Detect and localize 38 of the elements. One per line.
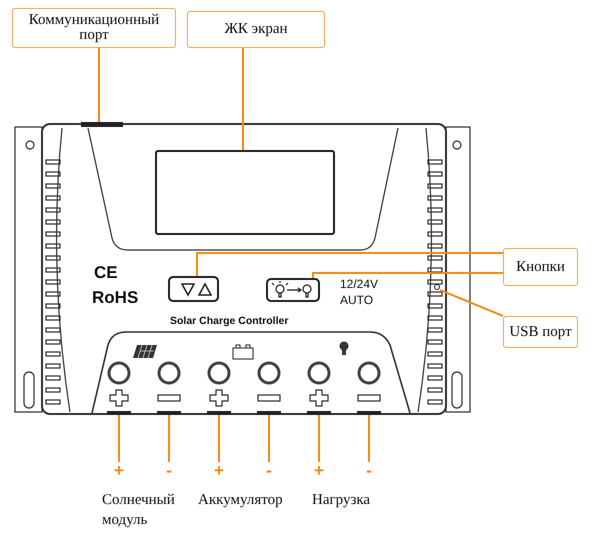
control-button [266,278,320,302]
leader-line [98,48,100,122]
callout-box: Коммуникационный порт [12,8,176,48]
leader-line [196,252,503,276]
leader-line [268,415,270,462]
certification-mark: CE [94,264,118,281]
leader-line [440,289,504,317]
terminal-contact [257,411,281,415]
polarity-sign: + [111,462,127,480]
terminal-group-label: Аккумулятор [198,491,283,510]
leader-line [218,415,220,462]
communication-port [81,122,123,127]
terminal-contact [157,411,181,415]
leader-line [242,48,244,150]
polarity-sign: + [311,462,327,480]
polarity-sign: - [361,462,377,480]
usb-port [434,284,440,290]
terminal-contact [207,411,231,415]
polarity-sign: - [261,462,277,480]
leader-line [118,415,120,462]
terminal-group-label: Нагрузка [312,491,370,510]
leader-line [368,415,370,462]
leader-line [318,415,320,462]
voltage-label: 12/24V AUTO [340,276,380,308]
leader-line [312,272,503,278]
product-label: Solar Charge Controller [170,316,288,326]
polarity-sign: - [161,462,177,480]
lcd-screen [155,150,335,235]
certification-mark: RoHS [92,289,138,306]
terminal-contact [107,411,131,415]
callout-box: Кнопки [503,248,578,286]
terminal-contact [307,411,331,415]
callout-box: ЖК экран [187,11,325,48]
callout-box: USB порт [503,316,578,348]
polarity-sign: + [211,462,227,480]
control-button [168,276,219,302]
terminal-contact [357,411,381,415]
leader-line [168,415,170,462]
